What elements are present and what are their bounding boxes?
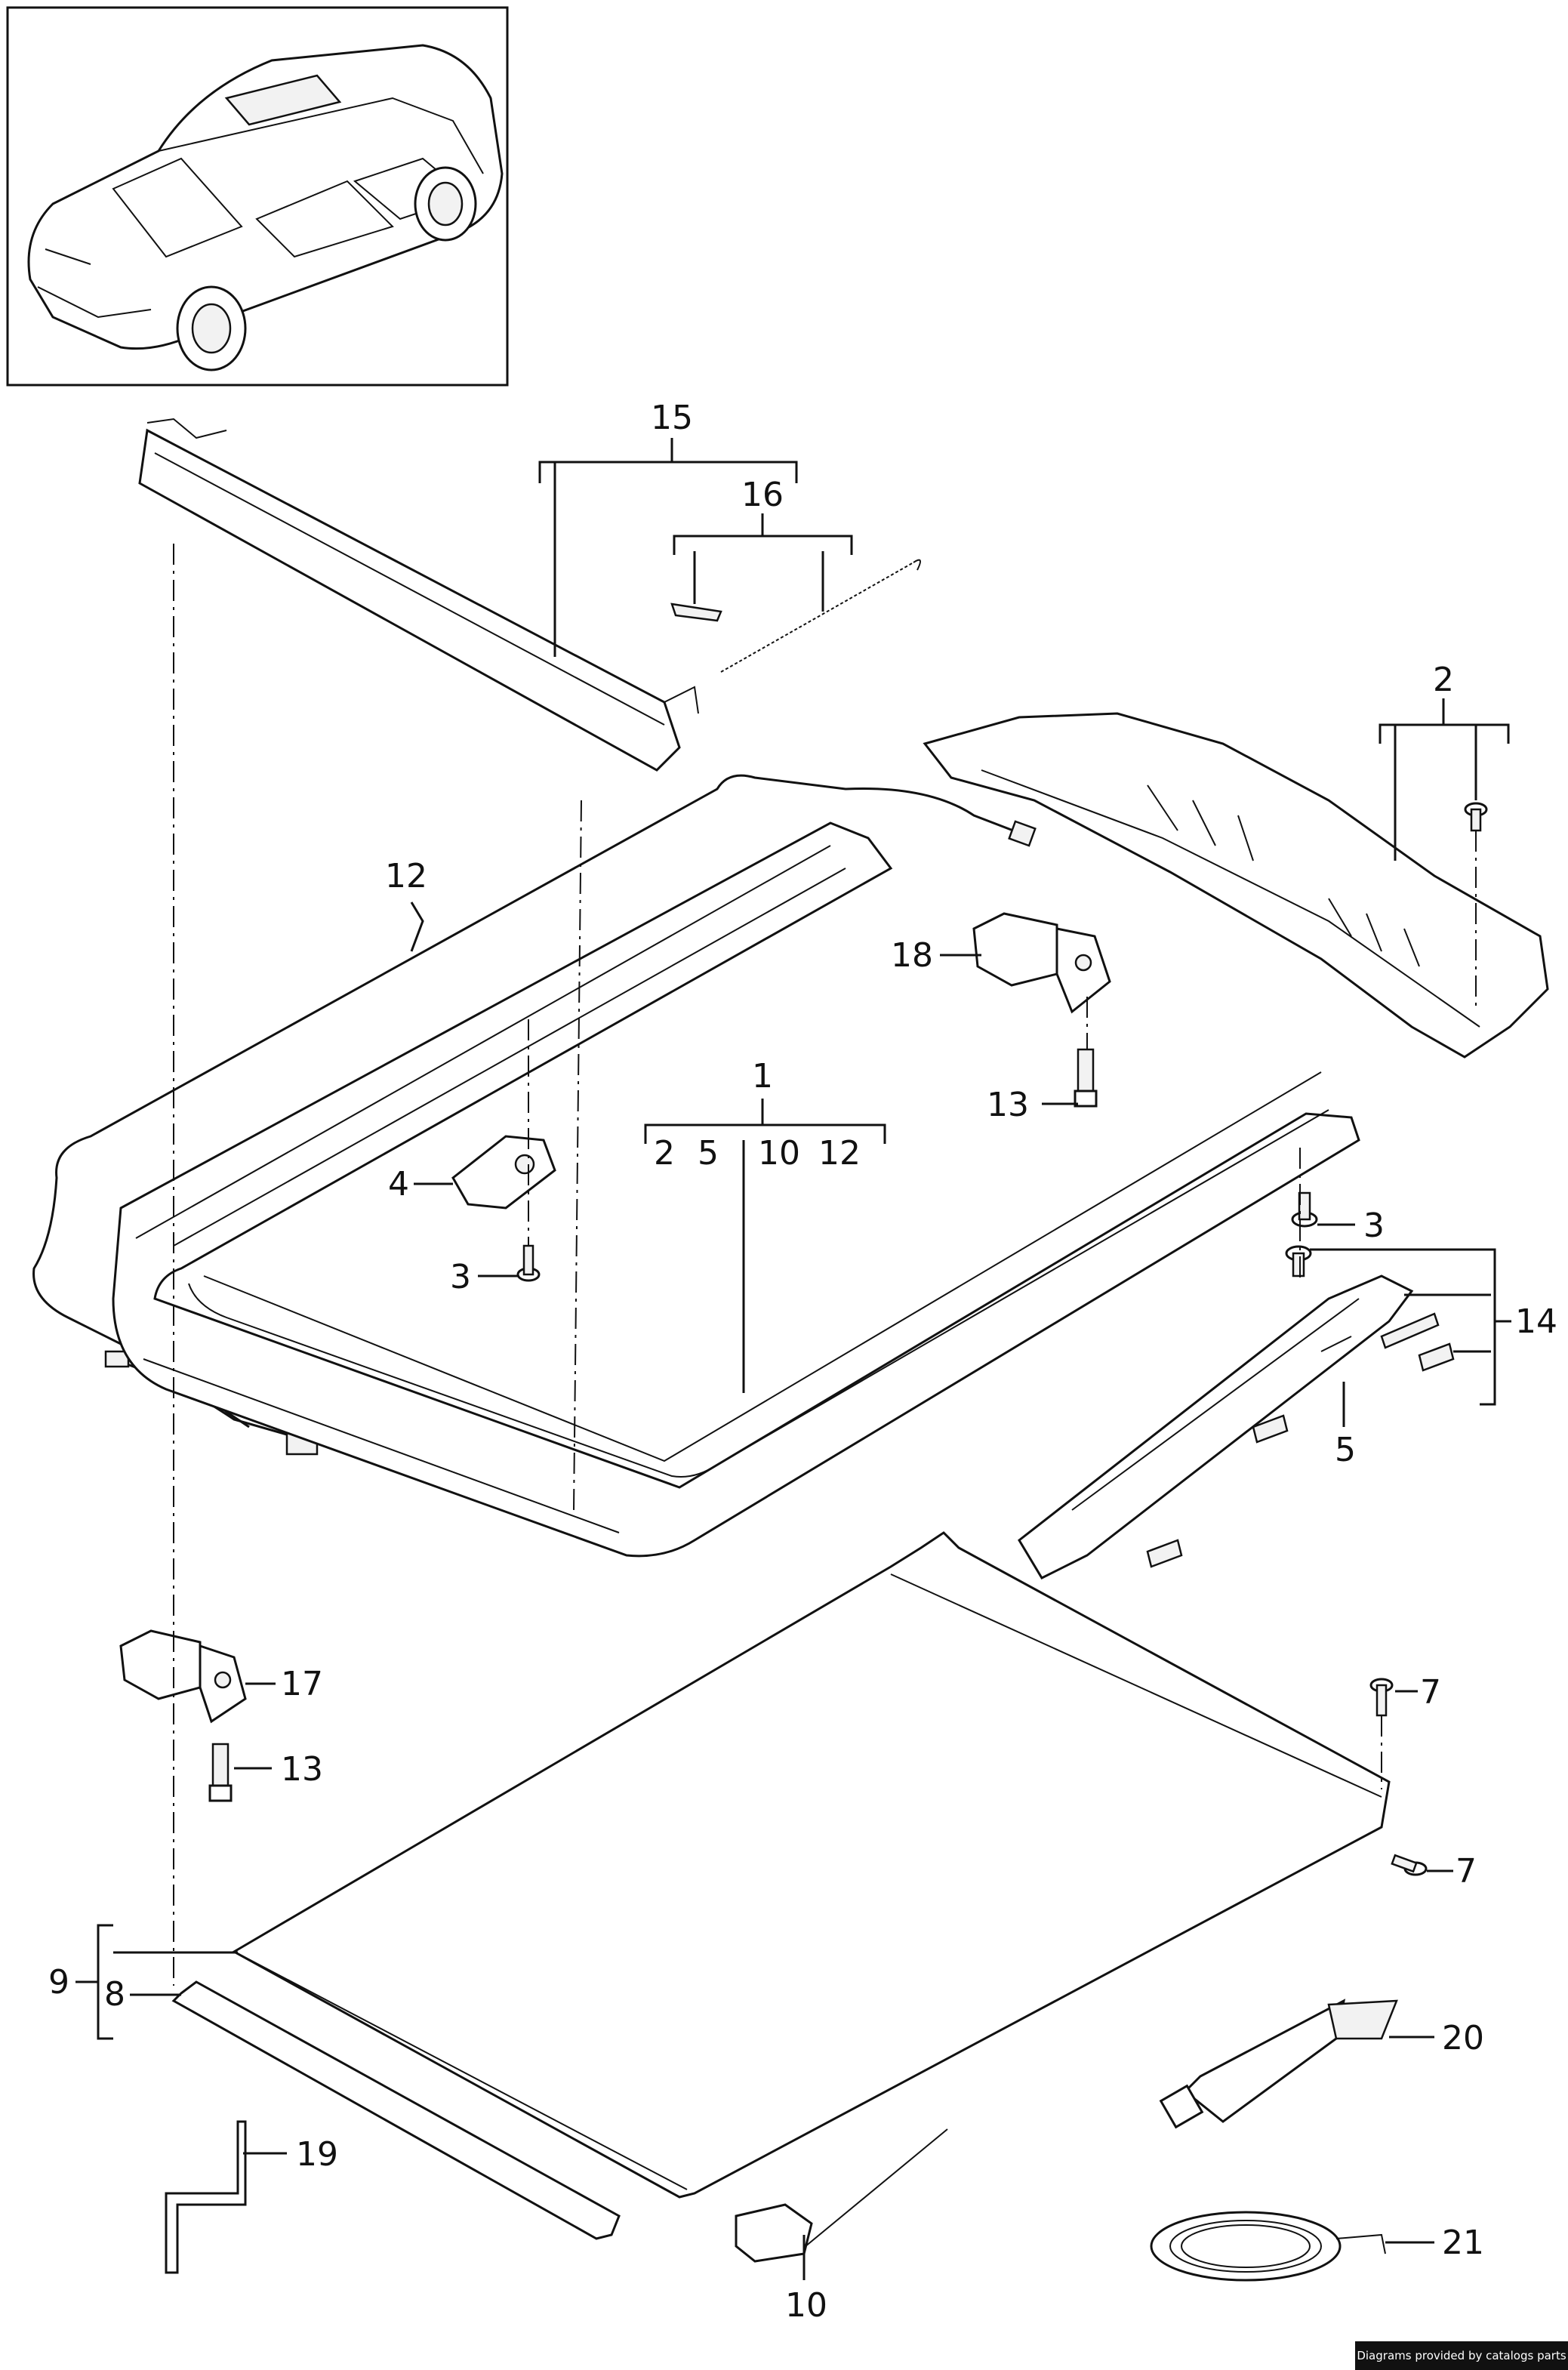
vehicle-inset — [6, 6, 509, 387]
callout-1-sub-5: 5 — [698, 1134, 719, 1173]
callout-8: 8 — [104, 1975, 125, 2014]
callout-1-sub-12: 12 — [818, 1134, 861, 1173]
screw — [516, 1244, 541, 1282]
roller-blind — [231, 1531, 1391, 2199]
grease-tube — [1159, 1999, 1398, 2129]
callout-20: 20 — [1442, 2019, 1484, 2057]
bracket — [451, 1135, 556, 1210]
screw — [1291, 1191, 1318, 1228]
credit-badge: Diagrams provided by catalogs parts — [1355, 2341, 1568, 2370]
leader-lines — [75, 438, 1511, 2280]
callout-9: 9 — [48, 1963, 69, 2002]
crank-tool — [165, 2120, 247, 2274]
callout-labels: 15 16 2 12 18 13 1 2 5 10 12 4 3 3 14 5 … — [48, 399, 1557, 2325]
tape-roll — [1150, 2211, 1386, 2282]
sunroof-frame — [112, 821, 1360, 1558]
callout-16: 16 — [741, 476, 784, 514]
callout-14: 14 — [1515, 1302, 1557, 1341]
callout-1-sub-10: 10 — [758, 1134, 800, 1173]
callout-1-sub-2: 2 — [654, 1134, 675, 1173]
bolt — [208, 1743, 233, 1802]
callout-5: 5 — [1335, 1431, 1356, 1469]
screw — [1285, 1245, 1312, 1277]
screw — [1464, 802, 1488, 832]
drive-motor — [972, 912, 1111, 1014]
callout-15: 15 — [651, 399, 693, 437]
callout-10: 10 — [785, 2286, 827, 2325]
callout-19: 19 — [296, 2135, 338, 2174]
callout-3-left: 3 — [450, 1258, 471, 1296]
callout-1: 1 — [752, 1057, 773, 1096]
screw — [1391, 1854, 1428, 1876]
callout-17: 17 — [281, 1665, 323, 1703]
callout-7-top: 7 — [1420, 1673, 1441, 1712]
callout-12: 12 — [385, 857, 427, 895]
car-illustration-icon — [27, 44, 504, 371]
callout-7-bottom: 7 — [1456, 1852, 1477, 1891]
callout-18: 18 — [891, 936, 933, 975]
callout-4: 4 — [388, 1165, 409, 1203]
guide-mechanism — [1018, 1274, 1455, 1579]
drive-motor — [119, 1629, 247, 1724]
screw — [1369, 1678, 1394, 1717]
front-strip — [171, 1980, 621, 2240]
bolt — [1074, 1048, 1098, 1108]
cable-guide — [735, 2128, 948, 2263]
rear-cross-member — [923, 712, 1549, 1059]
callout-3-right: 3 — [1363, 1207, 1385, 1245]
callout-13-top: 13 — [987, 1086, 1029, 1124]
wind-deflector — [138, 418, 699, 772]
tension-spring — [670, 559, 921, 673]
callout-2: 2 — [1433, 661, 1454, 699]
callout-13-bottom: 13 — [281, 1750, 323, 1789]
assembly-lines — [173, 544, 1477, 1986]
callout-21: 21 — [1442, 2224, 1484, 2262]
